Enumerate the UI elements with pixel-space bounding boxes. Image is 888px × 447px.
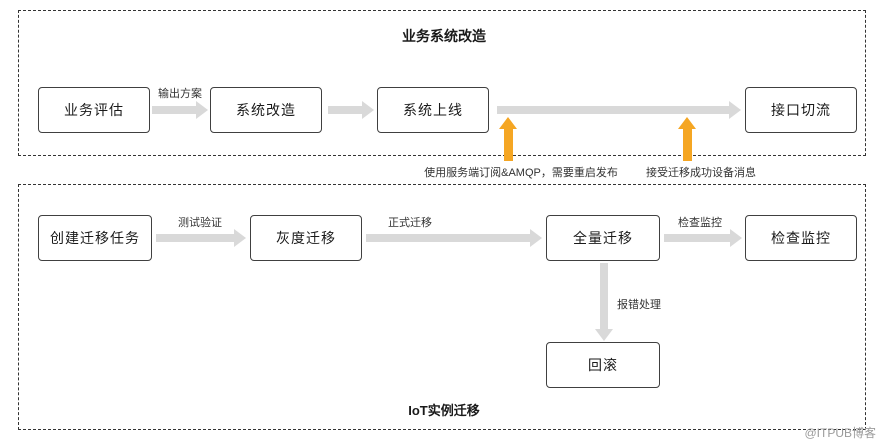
- arrow-tip: [362, 101, 374, 119]
- node-create-migration-task: 创建迁移任务: [38, 215, 152, 261]
- node-business-evaluation: 业务评估: [38, 87, 150, 133]
- bottom-flow-container: [18, 184, 866, 430]
- arrow-transformation-to-launch-icon: [328, 101, 374, 119]
- arrow-create-to-gray-icon: [156, 229, 246, 247]
- up-arrow-left-icon: [499, 117, 517, 161]
- arrow-shaft: [682, 129, 692, 161]
- arrow-shaft: [328, 106, 362, 114]
- node-gray-migration: 灰度迁移: [250, 215, 362, 261]
- bottom-flow-title: IoT实例迁移: [408, 403, 480, 418]
- arrow-shaft: [497, 106, 729, 114]
- bridge-label-left: 使用服务端订阅&AMQP，需要重启发布: [424, 167, 618, 179]
- bridge-label-right: 接受迁移成功设备消息: [646, 167, 756, 179]
- arrow-tip: [678, 117, 696, 129]
- arrow-launch-to-switch-icon: [497, 101, 741, 119]
- arrow-full-to-rollback-icon: [595, 263, 613, 341]
- node-system-transformation: 系统改造: [210, 87, 322, 133]
- edge-label-check-monitor: 检查监控: [678, 217, 722, 229]
- arrow-tip: [530, 229, 542, 247]
- edge-label-error-handling: 报错处理: [617, 299, 661, 311]
- arrow-shaft: [152, 106, 196, 114]
- arrow-tip: [730, 229, 742, 247]
- node-full-migration: 全量迁移: [546, 215, 660, 261]
- arrow-shaft: [156, 234, 234, 242]
- arrow-evaluation-to-transformation-icon: [152, 101, 208, 119]
- watermark: @ITPUB博客: [804, 426, 876, 440]
- edge-label-output-plan: 输出方案: [158, 88, 202, 100]
- node-interface-switch: 接口切流: [745, 87, 857, 133]
- node-system-launch: 系统上线: [377, 87, 489, 133]
- edge-label-test-verify: 测试验证: [178, 217, 222, 229]
- arrow-tip: [234, 229, 246, 247]
- arrow-tip: [196, 101, 208, 119]
- edge-label-formal-migration: 正式迁移: [388, 217, 432, 229]
- arrow-shaft: [366, 234, 530, 242]
- arrow-tip: [595, 329, 613, 341]
- arrow-full-to-check-icon: [664, 229, 742, 247]
- arrow-shaft: [503, 129, 513, 161]
- node-check-monitoring: 检查监控: [745, 215, 857, 261]
- arrow-shaft: [600, 263, 608, 329]
- arrow-tip: [499, 117, 517, 129]
- arrow-tip: [729, 101, 741, 119]
- arrow-gray-to-full-icon: [366, 229, 542, 247]
- node-rollback: 回滚: [546, 342, 660, 388]
- top-flow-title: 业务系统改造: [402, 28, 486, 44]
- arrow-shaft: [664, 234, 730, 242]
- up-arrow-right-icon: [678, 117, 696, 161]
